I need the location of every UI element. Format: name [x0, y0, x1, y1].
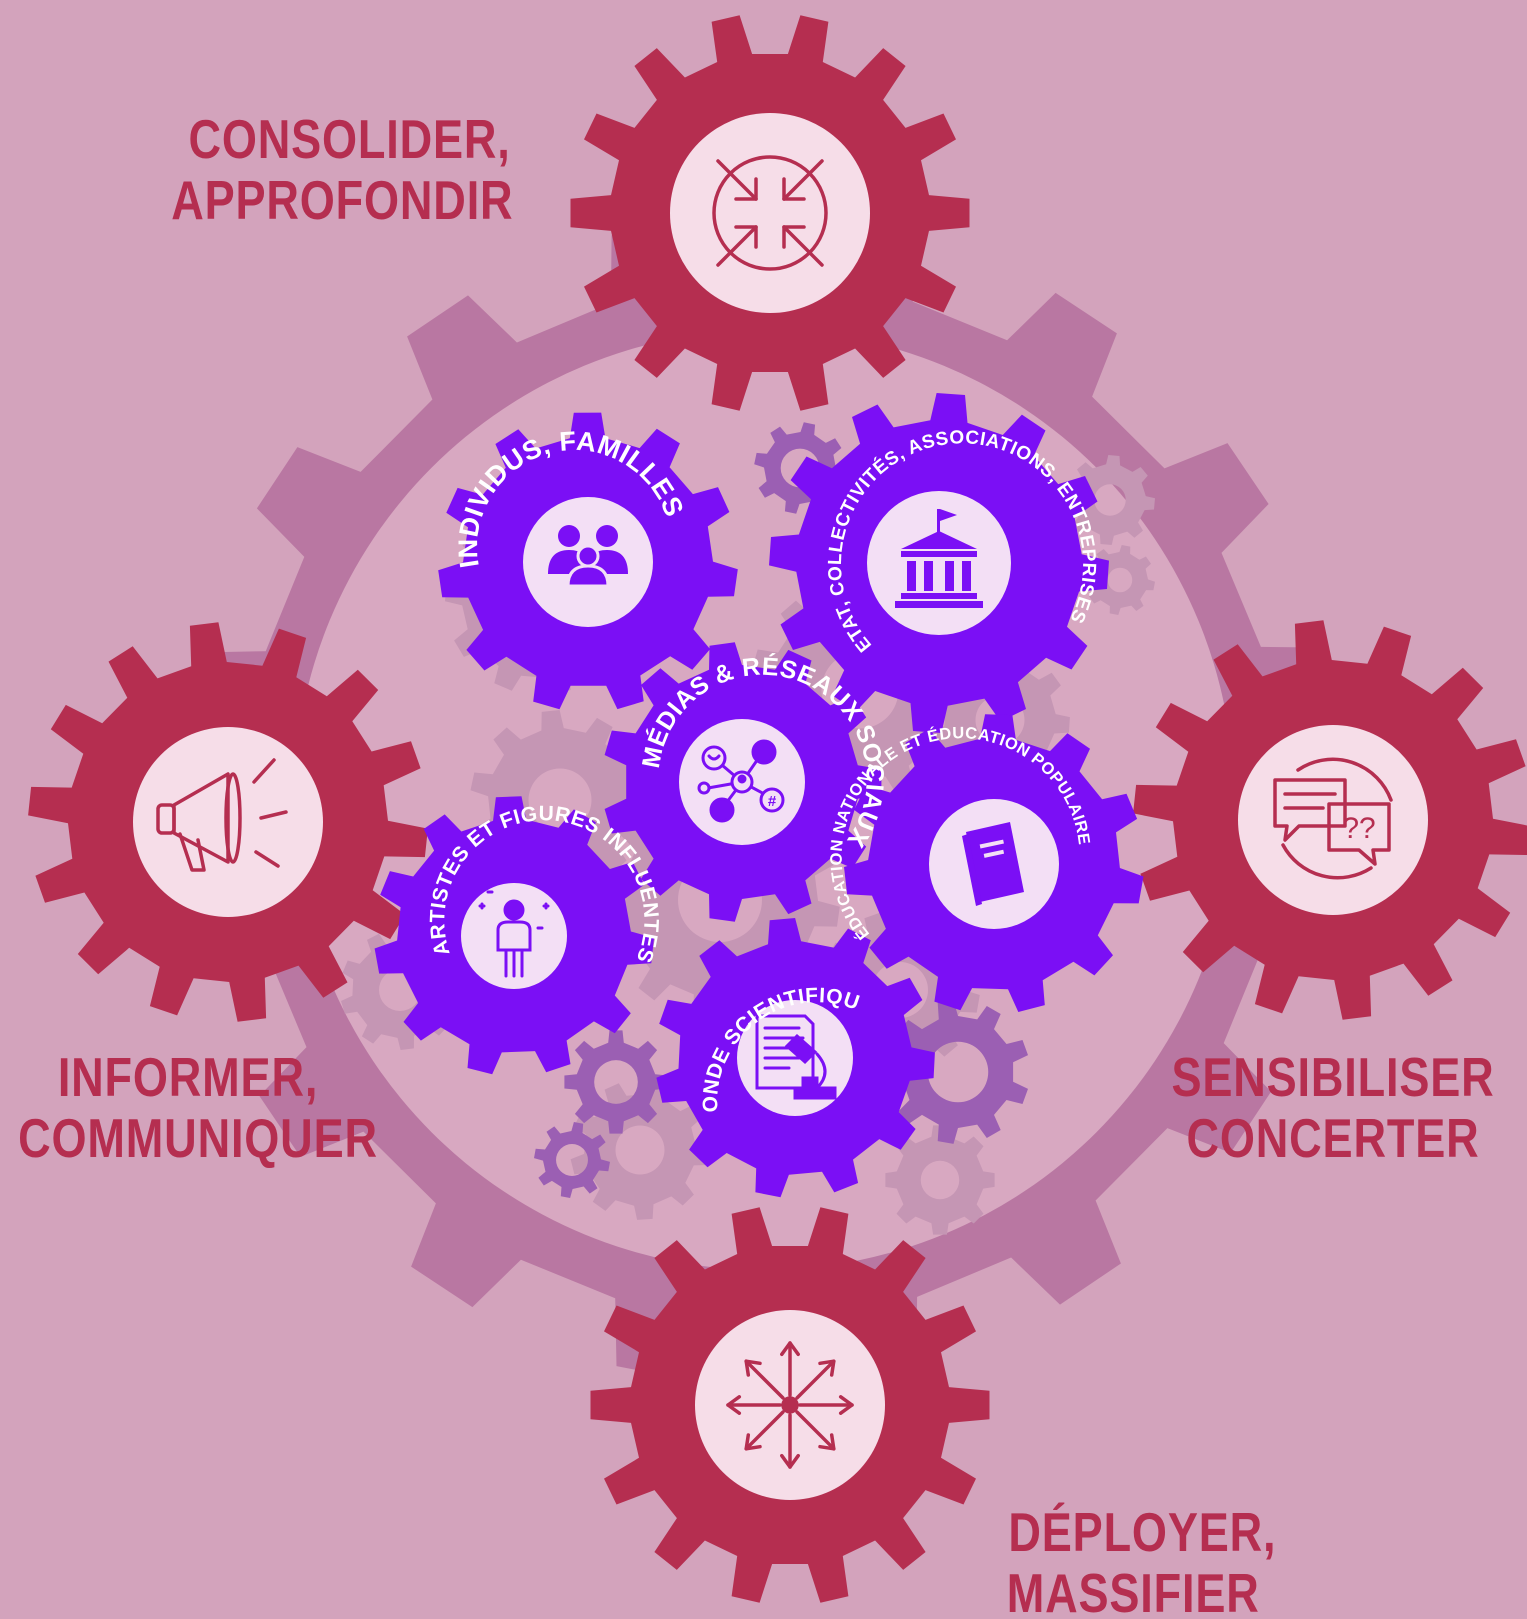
- informer-label-line-1: INFORMER,: [58, 1046, 318, 1108]
- microscope-document-icon: [755, 1014, 837, 1100]
- informer-label: INFORMER, COMMUNIQUER: [18, 1046, 378, 1169]
- arrows-outward-icon: [726, 1341, 854, 1469]
- arrow-shaft: [744, 1410, 785, 1451]
- arrow-shaft: [795, 1359, 836, 1400]
- artistes-hub: [461, 883, 567, 989]
- accent-gear: [534, 1122, 610, 1198]
- consolider-hub: [670, 113, 870, 313]
- arrow-shaft: [795, 1410, 836, 1451]
- consolider-label: CONSOLIDER, APPROFONDIR: [171, 108, 513, 231]
- consolider-label-line-1: CONSOLIDER,: [188, 108, 510, 170]
- megaphone-icon: [156, 758, 288, 872]
- arrow-head: [818, 1433, 836, 1451]
- deployer-label-line-2: MASSIFIER: [1007, 1562, 1260, 1619]
- family-icon: [548, 525, 628, 588]
- svg-text:#: #: [768, 793, 777, 810]
- arrow-head: [780, 1341, 800, 1357]
- informer-label-line-2: COMMUNIQUER: [18, 1107, 378, 1169]
- arrow-head: [744, 1433, 762, 1451]
- faint-gear: [885, 1125, 995, 1235]
- deployer-label: DÉPLOYER, MASSIFIER: [1007, 1501, 1276, 1619]
- book-icon: [962, 822, 1024, 906]
- chat-bubbles-icon: ??: [1273, 757, 1393, 880]
- arrow-shaft: [744, 1359, 785, 1400]
- accent-gear: [564, 1030, 668, 1134]
- arrow-head: [818, 1359, 836, 1377]
- consolider-label-line-2: APPROFONDIR: [171, 169, 513, 231]
- faint-gear: [1065, 455, 1155, 545]
- sensibiliser-hub: [1238, 725, 1428, 915]
- accent-decorative-gears: [534, 422, 1028, 1198]
- svg-text:??: ??: [1342, 812, 1375, 845]
- arrow-head: [838, 1395, 854, 1415]
- sensibiliser-label-line-1: SENSIBILISER: [1171, 1046, 1494, 1108]
- arrows-inward-icon: [712, 155, 828, 271]
- accent-gear: [886, 1000, 1028, 1144]
- sensibiliser-label: SENSIBILISER CONCERTER: [1171, 1046, 1494, 1169]
- deployer-label-line-1: DÉPLOYER,: [1008, 1501, 1276, 1563]
- influencer-icon: [478, 890, 550, 978]
- institution-icon: [895, 509, 983, 608]
- arrow-head: [780, 1453, 800, 1469]
- social-network-icon: #: [697, 739, 785, 823]
- sensibiliser-label-line-2: CONCERTER: [1187, 1107, 1480, 1169]
- arrow-head: [744, 1359, 762, 1377]
- arrow-head: [726, 1395, 742, 1415]
